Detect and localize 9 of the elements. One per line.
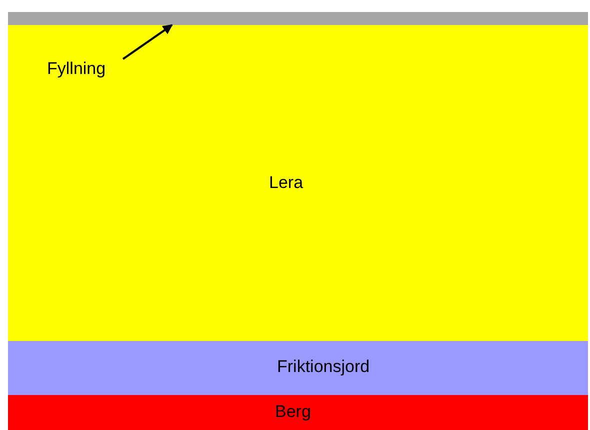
leader-arrow (122, 24, 173, 60)
layer-name: Lera (269, 173, 304, 193)
bedrock-band (8, 395, 588, 430)
layer-name: Berg (275, 402, 311, 422)
layer-name: Friktionsjord (277, 357, 370, 377)
fill-layer-band (8, 12, 588, 25)
layer-label: Fyllning (47, 59, 106, 79)
friction-soil-band (8, 341, 588, 395)
clay-layer-band (8, 25, 588, 341)
